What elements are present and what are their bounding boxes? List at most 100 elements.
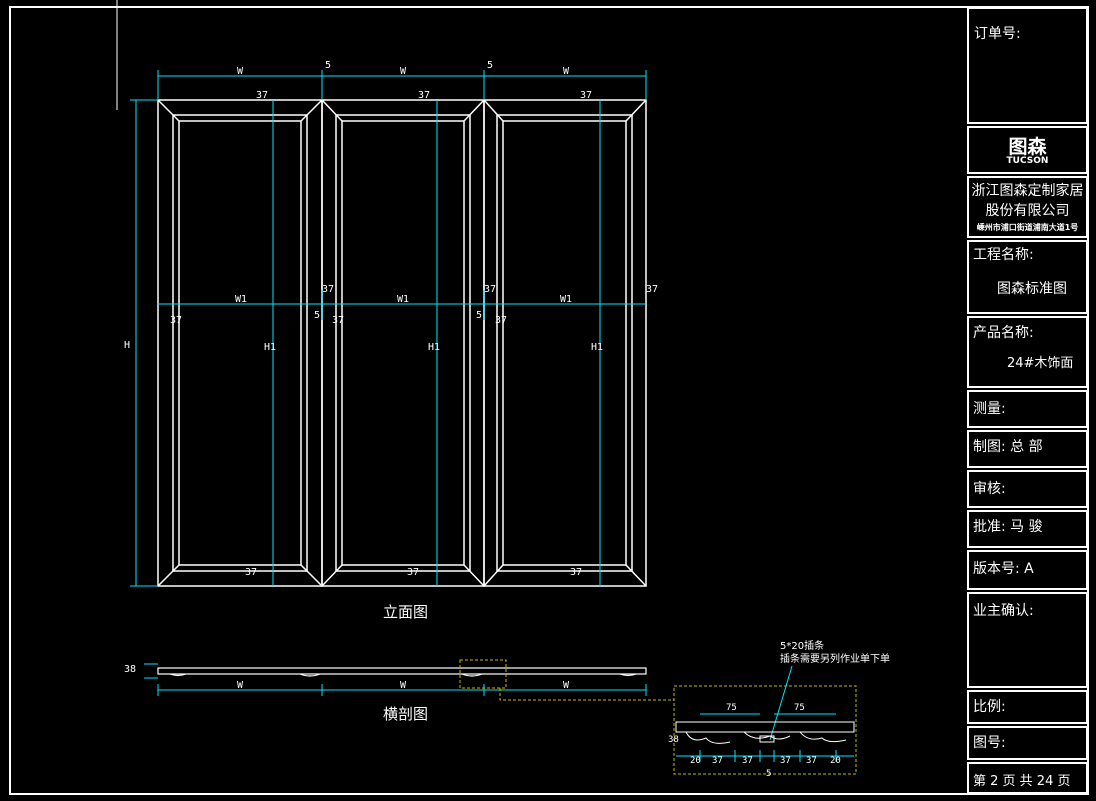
panel-1-inner (178, 120, 302, 566)
det-75-2: 75 (794, 703, 805, 713)
panel-3-mid (496, 114, 633, 572)
section-dim-texts: 38 W W W (124, 664, 570, 691)
dim-w-1: W (237, 66, 244, 77)
tb-approve-cell: 批准: 马 骏 (967, 510, 1088, 548)
panel-3-outer (483, 99, 647, 587)
panel-2-inner (341, 120, 465, 566)
dim-37-1: 37 (170, 315, 182, 326)
tb-project-cell: 工程名称: 图森标准图 (967, 240, 1088, 314)
dim-37-4: 37 (484, 284, 496, 295)
dim-37-5: 37 (495, 315, 507, 326)
project-value: 图森标准图 (997, 281, 1067, 297)
detail-dim-texts: 75 75 20 37 37 37 37 20 5 38 (668, 703, 841, 779)
det-5: 5 (766, 769, 771, 779)
elevation-dim-texts: W 5 W 5 W H H1 H1 H1 W1 W1 W1 37 37 37 3… (124, 60, 658, 578)
dim-37-6: 37 (646, 284, 658, 295)
page-info: 第 2 页 共 24 页 (973, 774, 1071, 789)
dim-h: H (124, 340, 130, 351)
outer-frame (9, 6, 1089, 795)
company-line-1: 浙江图森定制家居 (971, 183, 1084, 199)
product-label: 产品名称: (973, 325, 1034, 341)
dim-5-1: 5 (314, 310, 320, 321)
review-label: 审核: (973, 481, 1006, 497)
dim-w-3: W (563, 66, 570, 77)
dim-37-3: 37 (332, 315, 344, 326)
dim-37-top-3: 37 (580, 90, 592, 101)
detail-frame (673, 685, 857, 775)
det-20-2: 20 (830, 756, 841, 766)
det-20-1: 20 (690, 756, 701, 766)
detail-profile (675, 721, 855, 744)
tb-scale-cell: 比例: (967, 690, 1088, 724)
dim-37-2: 37 (322, 284, 334, 295)
tb-product-cell: 产品名称: 24#木饰面 (967, 316, 1088, 388)
dim-37-bot-2: 37 (407, 567, 419, 578)
tb-order-cell: 订单号: (967, 7, 1088, 124)
tb-page-cell: 第 2 页 共 24 页 (967, 762, 1088, 794)
section-view (157, 667, 647, 677)
tb-logo-cell: 图森 TUCSON (967, 126, 1088, 174)
det-37-2: 37 (742, 756, 753, 766)
measure-label: 测量: (973, 401, 1006, 417)
dim-37-bot-3: 37 (570, 567, 582, 578)
dim-38: 38 (124, 664, 136, 675)
note-line-2: 插条需要另列作业单下单 (780, 652, 890, 665)
company-address: 嵊州市浦口街道浦南大道1号 (976, 223, 1079, 232)
logo-en: TUCSON (1006, 156, 1049, 166)
note-leader (769, 665, 793, 741)
drawing-no-label: 图号: (973, 735, 1006, 751)
panel-1-outer (157, 99, 323, 587)
detail-callout-box (459, 659, 507, 689)
panel-1-mid (172, 114, 308, 572)
tb-measure-cell: 测量: (967, 390, 1088, 428)
section-label: 横剖图 (383, 705, 428, 723)
dim-37-bot-1: 37 (245, 567, 257, 578)
elevation-dimensions (130, 70, 647, 587)
owner-label: 业主确认: (973, 603, 1034, 619)
product-value: 24#木饰面 (1007, 356, 1074, 371)
dim-h1-3: H1 (591, 342, 603, 353)
detail-leader (499, 688, 674, 701)
order-no-label: 订单号: (974, 26, 1021, 42)
tb-owner-cell: 业主确认: (967, 592, 1088, 688)
sec-w-2: W (400, 680, 407, 691)
dim-w-2: W (400, 66, 407, 77)
tb-review-cell: 审核: (967, 470, 1088, 508)
sec-w-3: W (563, 680, 570, 691)
section-dimensions (144, 663, 647, 696)
det-37-3: 37 (780, 756, 791, 766)
approve-label: 批准: 马 骏 (973, 519, 1043, 535)
dim-gap-1: 5 (325, 60, 331, 71)
tb-draw-cell: 制图: 总 部 (967, 430, 1088, 468)
tb-drawing-no-cell: 图号: (967, 726, 1088, 760)
det-38: 38 (668, 735, 679, 745)
det-75-1: 75 (726, 703, 737, 713)
elevation-label: 立面图 (383, 603, 428, 621)
det-37-4: 37 (806, 756, 817, 766)
dim-h1-1: H1 (264, 342, 276, 353)
dim-5-2: 5 (476, 310, 482, 321)
tb-company-cell: 浙江图森定制家居 股份有限公司 嵊州市浦口街道浦南大道1号 (967, 176, 1088, 238)
scale-label: 比例: (973, 699, 1006, 715)
note-line-1: 5*20插条 (780, 639, 824, 652)
dim-37-top-1: 37 (256, 90, 268, 101)
panel-2-mid (335, 114, 471, 572)
sec-w-1: W (237, 680, 244, 691)
draw-label: 制图: 总 部 (973, 439, 1043, 455)
dim-37-top-2: 37 (418, 90, 430, 101)
panel-3-inner (502, 120, 627, 566)
elevation-view (157, 99, 647, 587)
det-37-1: 37 (712, 756, 723, 766)
dim-gap-2: 5 (487, 60, 493, 71)
panel-2-outer (321, 99, 485, 587)
project-label: 工程名称: (973, 247, 1034, 263)
detail-dimensions (676, 713, 854, 762)
dim-w1-1: W1 (235, 294, 247, 305)
dim-h1-2: H1 (428, 342, 440, 353)
version-label: 版本号: A (973, 561, 1034, 577)
company-line-2: 股份有限公司 (985, 203, 1070, 219)
logo-cn: 图森 (1008, 136, 1047, 158)
dim-w1-3: W1 (560, 294, 572, 305)
tb-version-cell: 版本号: A (967, 550, 1088, 590)
